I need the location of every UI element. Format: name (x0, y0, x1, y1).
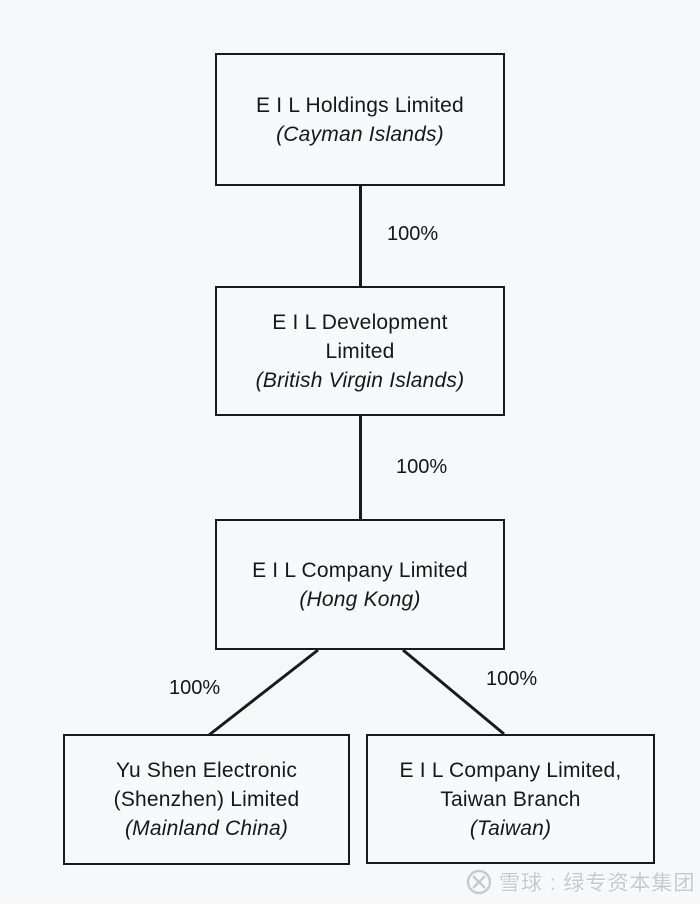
ownership-label-hk-shenzhen: 100% (169, 677, 221, 699)
node-yu-shen-electronic: Yu Shen Electronic (Shenzhen) Limited (M… (63, 734, 350, 865)
jurisdiction: (Taiwan) (469, 816, 552, 840)
company-name-line2: (Shenzhen) Limited (113, 788, 300, 811)
watermark-text: 雪球 : 绿专资本集团 (499, 872, 696, 895)
node-eil-holdings: E I L Holdings Limited (Cayman Islands) (215, 53, 505, 186)
jurisdiction: (Cayman Islands) (276, 122, 444, 146)
ownership-label-development-hk: 100% (396, 456, 448, 478)
company-name: E I L Holdings Limited (256, 93, 464, 117)
company-name: E I L Development (272, 310, 448, 334)
node-eil-taiwan-branch: E I L Company Limited, Taiwan Branch (Ta… (366, 734, 655, 864)
edge-hk-taiwan (402, 648, 505, 736)
edge-hk-shenzhen (208, 648, 319, 737)
ownership-label-holdings-development: 100% (387, 223, 439, 245)
watermark: 雪球 : 绿专资本集团 (466, 867, 696, 897)
company-name: E I L Company Limited (252, 558, 468, 582)
company-name-line2: Taiwan Branch (440, 787, 581, 811)
company-name: E I L Company Limited, (399, 758, 622, 782)
company-name: Yu Shen Electronic (115, 759, 298, 782)
node-eil-company-hk: E I L Company Limited (Hong Kong) (215, 519, 505, 650)
ownership-label-hk-taiwan: 100% (486, 668, 538, 690)
jurisdiction: (Mainland China) (124, 817, 289, 840)
jurisdiction: (Hong Kong) (299, 587, 421, 611)
company-name-line2: Limited (325, 339, 395, 363)
jurisdiction: (British Virgin Islands) (255, 368, 465, 392)
node-eil-development: E I L Development Limited (British Virgi… (215, 286, 505, 416)
xueqiu-snowball-icon (466, 869, 492, 895)
